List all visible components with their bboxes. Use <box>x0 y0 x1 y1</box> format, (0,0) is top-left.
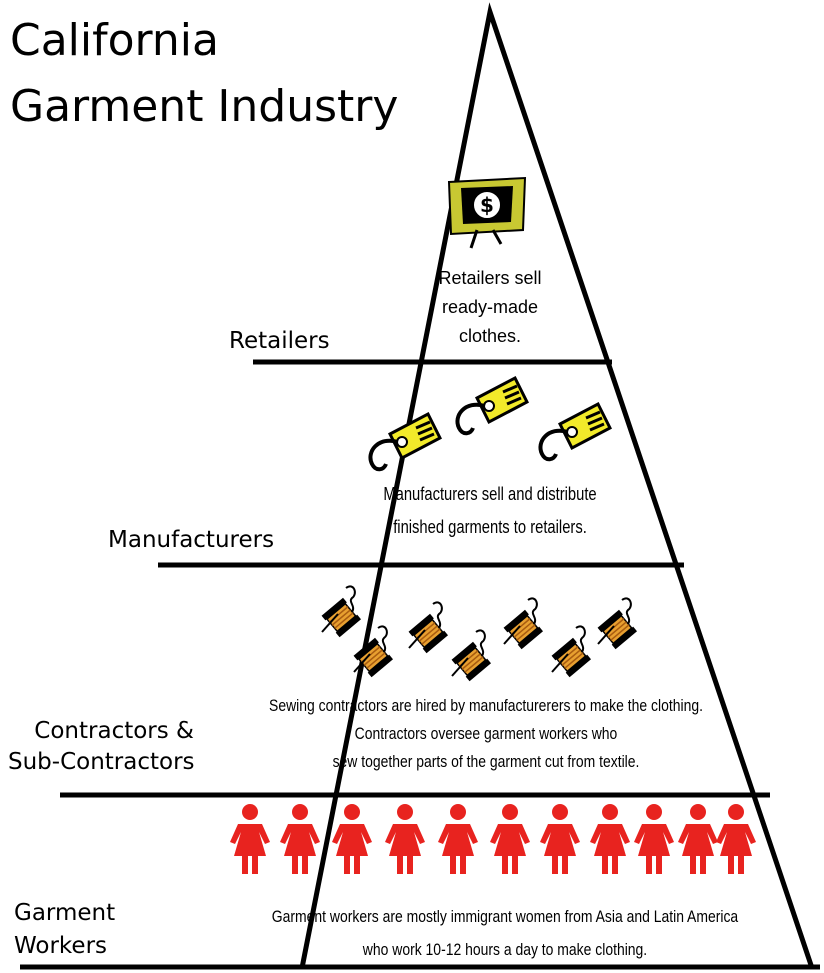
woman-figure-icon <box>332 804 372 874</box>
title-line-2: Garment Industry <box>10 81 399 132</box>
thread-spool-icon <box>408 601 449 654</box>
woman-figure-icon <box>590 804 630 874</box>
woman-figure-icon <box>280 804 320 874</box>
manufacturers-description: Manufacturers sell and distribute finish… <box>351 478 630 544</box>
thread-spool-icon <box>503 597 544 650</box>
description-line: finished garments to retailers. <box>393 517 587 537</box>
svg-text:$: $ <box>480 193 494 217</box>
tier-label-workers-line2: Workers <box>14 933 108 959</box>
description-line: ready-made <box>441 297 539 317</box>
woman-figure-icon <box>385 804 425 874</box>
woman-figure-icon <box>230 804 270 874</box>
tier-label-contractors: Contractors & Sub-Contractors <box>8 716 216 778</box>
thread-spool-icon <box>597 597 638 650</box>
description-line: Retailers sell <box>438 268 542 288</box>
tier-label-contractors-line1: Contractors & <box>34 718 194 744</box>
tier-label-workers-line1: Garment <box>14 900 116 926</box>
description-line: Manufacturers sell and distribute <box>383 484 597 504</box>
description-line: Sewing contractors are hired by manufact… <box>269 696 703 715</box>
woman-figure-icon <box>540 804 580 874</box>
contractors-description: Sewing contractors are hired by manufact… <box>248 692 724 776</box>
workers-description: Garment workers are mostly immigrant wom… <box>230 900 779 966</box>
title-line-1: California <box>10 15 219 66</box>
description-line: Contractors oversee garment workers who <box>354 724 618 743</box>
description-line: clothes. <box>458 326 522 346</box>
description-line: who work 10-12 hours a day to make cloth… <box>362 940 648 959</box>
tier-label-contractors-line2: Sub-Contractors <box>8 749 195 775</box>
woman-figure-icon <box>678 804 718 874</box>
money-bill-icon: $ <box>447 176 527 249</box>
description-line: sew together parts of the garment cut fr… <box>332 752 640 771</box>
thread-spool-icon <box>321 585 362 638</box>
price-tag-icon <box>368 411 442 472</box>
tier-label-manufacturers: Manufacturers <box>108 527 275 553</box>
price-tag-icon <box>455 375 529 436</box>
woman-figure-icon <box>634 804 674 874</box>
woman-figure-icon <box>438 804 478 874</box>
retailers-description: Retailers sell ready-made clothes. <box>400 264 580 351</box>
thread-spool-icon <box>551 625 592 678</box>
thread-spool-icon <box>353 625 394 678</box>
price-tag-icon <box>538 401 612 462</box>
thread-spool-icon <box>451 629 492 682</box>
tier-label-workers: Garment Workers <box>14 898 115 962</box>
description-line: Garment workers are mostly immigrant wom… <box>271 907 739 926</box>
tier-label-retailers: Retailers <box>229 328 330 354</box>
woman-figure-icon <box>716 804 756 874</box>
woman-figure-icon <box>490 804 530 874</box>
diagram-title: California Garment Industry <box>10 8 398 140</box>
